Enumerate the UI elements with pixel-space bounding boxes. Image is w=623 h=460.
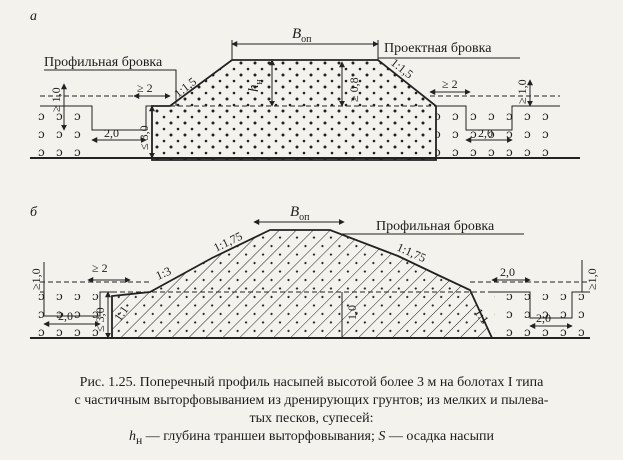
left-berm-a: ≥ 2 [137, 81, 153, 95]
left-edge-label-a: Профильная бровка [44, 55, 163, 70]
right-ditch-a [436, 105, 560, 131]
caption-line-3: тых песков, супесей: [249, 411, 374, 426]
left-edge-leader-a [44, 69, 177, 106]
right-ditch-b [492, 291, 590, 319]
right-ditch-width-a: 2,0 [478, 126, 493, 140]
right-ditch-width-top-b: 2,0 [500, 265, 515, 279]
left-ditch-depth-b: ≥1,0 [29, 268, 43, 290]
trench-depth-a: ≤ 3,0 [137, 125, 151, 150]
center-depth-b: 1,0 [345, 305, 359, 320]
right-ditch-depth-a: ≥ 1,0 [515, 79, 529, 104]
peat-right-a [436, 108, 558, 160]
left-ditch-b [40, 291, 112, 317]
legend-s-rest: — осадка насыпи [385, 429, 495, 444]
left-ditch-depth-a: ≥ 1,0 [49, 87, 63, 112]
left-outer-slope-b: 1:3 [154, 264, 174, 283]
right-berm-a: ≥ 2 [442, 77, 458, 91]
left-ditch-a [40, 105, 152, 131]
peat-right-b [494, 294, 584, 338]
depth-label-a: ≥ 0,8 [347, 77, 361, 102]
right-ditch-depth-b: ≥1,0 [585, 268, 599, 290]
height-label-a: hн [246, 79, 265, 93]
top-width-label-a: Bоп [292, 26, 312, 45]
left-berm-b: ≥ 2 [92, 261, 108, 275]
embankment-b [111, 229, 494, 339]
panel-b-letter: б [30, 205, 38, 220]
legend-s: S [378, 429, 386, 444]
caption-legend: hн — глубина траншеи выторфовывания; S —… [0, 428, 623, 450]
embankment-a [151, 59, 437, 161]
trench-depth-b: ≤ 3,0 [93, 307, 107, 332]
panel-a-letter: а [30, 9, 37, 24]
panel-b: б Профильная бровка Bоп 1:3 1:1,75 1:1,7… [29, 204, 599, 339]
cross-section-diagram: ɔ а Профильная бровка Проектная бровка B… [29, 9, 599, 339]
top-width-ext-a [231, 40, 379, 60]
caption-line-2: с частичным выторфовыванием из дренирующ… [74, 393, 549, 408]
legend-h-sub: н [135, 433, 143, 447]
legend-rest: — глубина траншеи выторфовывания; [142, 429, 379, 444]
caption-line-1: Рис. 1.25. Поперечный профиль насыпей вы… [79, 375, 544, 390]
legend-h: h [128, 429, 136, 444]
right-edge-label-a: Проектная бровка [384, 41, 492, 56]
figure-caption: Рис. 1.25. Поперечный профиль насыпей вы… [0, 374, 623, 450]
right-ditch-width-bottom-b: 2,0 [536, 311, 551, 325]
left-ditch-width-b: 2,0 [58, 309, 73, 323]
left-ditch-width-a: 2,0 [104, 126, 119, 140]
top-width-label-b: Bоп [290, 204, 310, 223]
panel-a: а Профильная бровка Проектная бровка Bоп… [30, 9, 580, 161]
right-edge-label-b: Профильная бровка [376, 219, 495, 234]
